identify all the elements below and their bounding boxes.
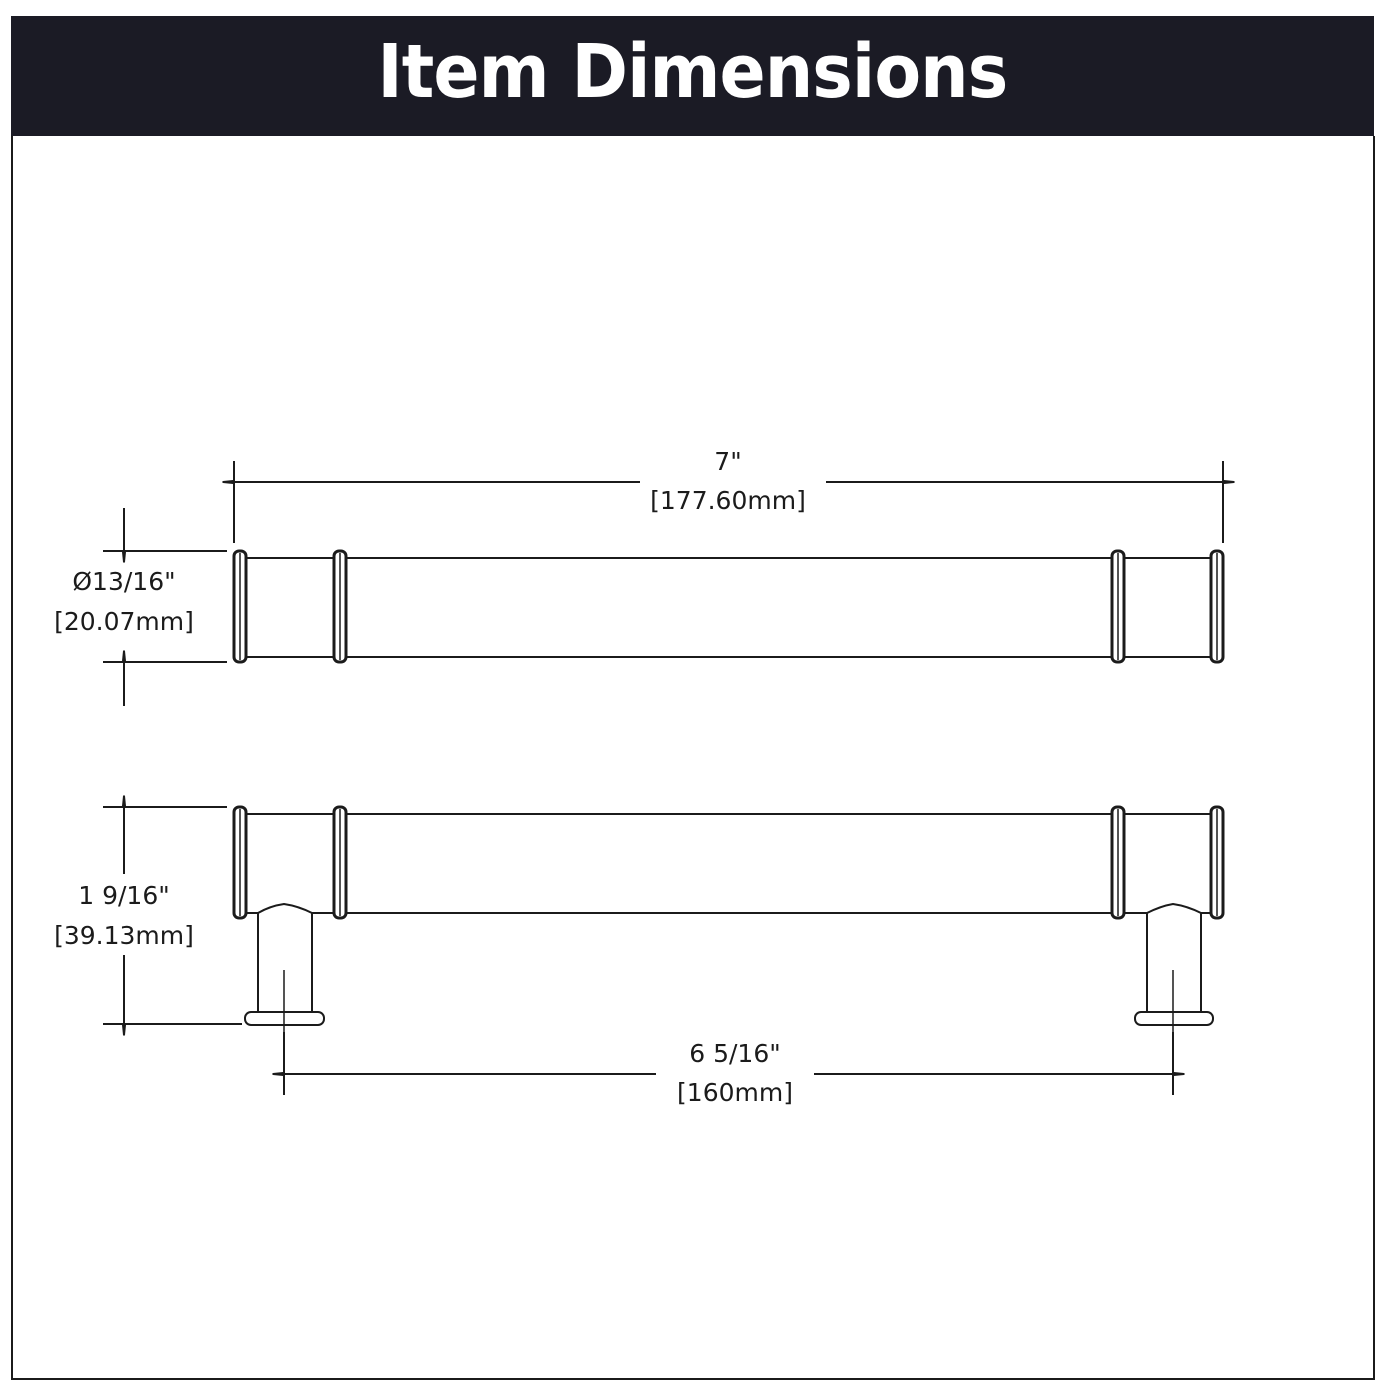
top-view (232, 549, 1225, 664)
diameter-imperial: Ø13/16" (72, 567, 175, 596)
overall-length-dimension (222, 461, 1235, 543)
center-to-center-imperial: 6 5/16" (689, 1039, 781, 1068)
overall-length-metric: [177.60mm] (650, 486, 806, 515)
overall-length-imperial: 7" (714, 447, 741, 476)
title-banner: Item Dimensions (11, 16, 1374, 136)
side-view (232, 805, 1225, 1032)
center-to-center-dimension (272, 1032, 1185, 1095)
drawing-frame (11, 136, 1375, 1380)
diameter-dimension (103, 508, 227, 706)
page-title: Item Dimensions (377, 29, 1009, 115)
projection-imperial: 1 9/16" (78, 881, 170, 910)
diameter-metric: [20.07mm] (54, 607, 194, 636)
center-to-center-metric: [160mm] (677, 1078, 793, 1107)
projection-metric: [39.13mm] (54, 921, 194, 950)
projection-dimension (103, 795, 242, 1036)
